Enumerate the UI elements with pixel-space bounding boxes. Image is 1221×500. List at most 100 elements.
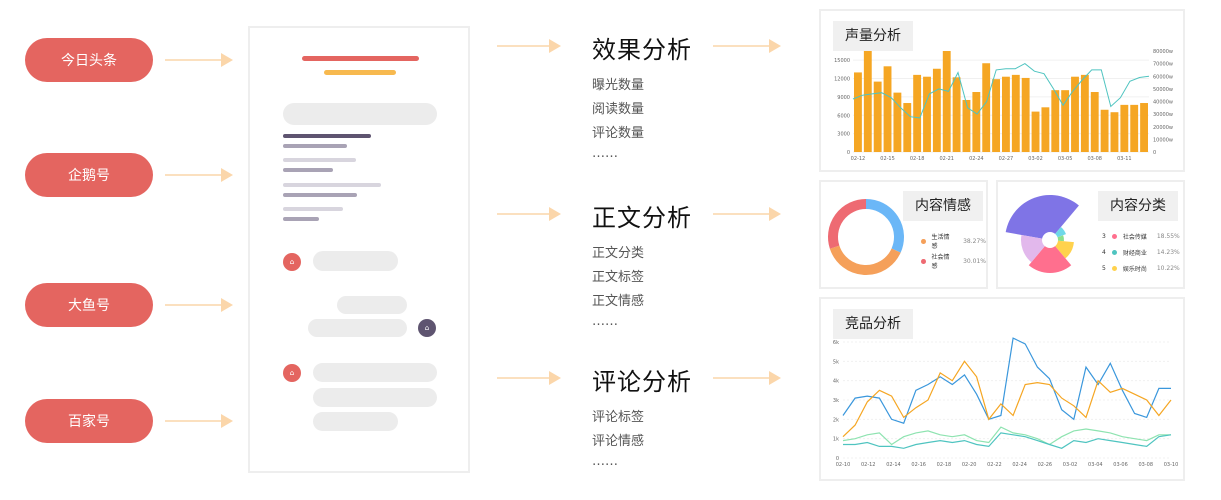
text-line	[283, 207, 343, 211]
volume-chart: 03000600090001200015000010000w20000w3000…	[834, 49, 1173, 162]
x-tick-label: 03-05	[1058, 156, 1073, 162]
text-line	[283, 134, 371, 138]
x-tick-label: 02-26	[1038, 462, 1053, 468]
y-tick-label: 4k	[833, 379, 839, 385]
y2-tick-label: 70000w	[1153, 62, 1173, 68]
bar	[863, 51, 872, 152]
x-tick-label: 03-04	[1088, 462, 1103, 468]
comment-bubble	[308, 319, 407, 337]
flow-arrow	[165, 168, 233, 182]
y-tick-label: 6k	[833, 340, 839, 346]
legend-dot	[921, 238, 926, 244]
x-tick-label: 02-12	[861, 462, 876, 468]
bar	[1021, 77, 1030, 152]
chart-title: 声量分析	[833, 21, 913, 51]
flow-arrow	[713, 207, 781, 221]
bar	[1061, 90, 1070, 152]
y-tick-label: 1k	[833, 437, 839, 443]
text-line	[283, 168, 333, 172]
x-tick-label: 02-10	[836, 462, 851, 468]
sentiment-donut	[828, 199, 904, 275]
series-line	[842, 426, 1171, 446]
y2-tick-label: 20000w	[1153, 125, 1173, 131]
bar	[1002, 76, 1010, 152]
x-tick-label: 02-16	[911, 462, 926, 468]
donut-slice	[865, 199, 904, 253]
rose-center	[1042, 232, 1058, 248]
x-tick-label: 02-20	[962, 462, 977, 468]
platform-label: 大鱼号	[68, 298, 110, 314]
x-tick-label: 03-08	[1087, 156, 1102, 162]
platform-pill-toutiao[interactable]: 今日头条	[25, 38, 153, 82]
flow-arrow	[165, 414, 233, 428]
bar	[873, 81, 882, 152]
y-tick-label: 6000	[837, 113, 850, 119]
bar	[1080, 74, 1089, 152]
x-tick-label: 02-27	[999, 156, 1014, 162]
legend-dot	[1111, 250, 1117, 255]
x-tick-label: 03-11	[1117, 156, 1132, 162]
category-rose	[1005, 195, 1079, 273]
legend-dot	[921, 258, 926, 264]
y-tick-label: 2k	[833, 417, 839, 423]
bar	[883, 66, 892, 152]
text-line	[283, 158, 356, 162]
bar	[1051, 90, 1060, 152]
comment-bubble	[313, 363, 437, 382]
bar	[932, 68, 941, 152]
bar	[913, 74, 922, 152]
section-item: ……	[592, 314, 618, 329]
section-item: 评论标签	[592, 410, 645, 425]
chart-title: 内容分类	[1098, 191, 1178, 221]
flow-arrow	[497, 39, 561, 53]
x-tick-label: 02-15	[880, 156, 895, 162]
donut-slice	[829, 245, 901, 275]
article-mockup: ⌂ ⌂ ⌂	[248, 26, 470, 473]
y-tick-label: 15000	[834, 58, 850, 64]
chart-title: 内容情感	[903, 191, 983, 221]
series-line	[843, 432, 1172, 449]
bar	[1120, 104, 1129, 152]
bar	[1100, 109, 1109, 152]
text-line	[283, 183, 381, 187]
series-line	[842, 337, 1171, 424]
chart-title: 竞品分析	[833, 309, 913, 339]
subtitle-bar	[324, 70, 396, 75]
comment-bubble	[337, 296, 407, 314]
legend-dot	[1111, 266, 1117, 271]
y-tick-label: 5k	[833, 359, 839, 365]
title-bar	[302, 56, 419, 61]
x-tick-label: 02-24	[1012, 462, 1027, 468]
platform-pill-baijiahao[interactable]: 百家号	[25, 399, 153, 443]
platform-pill-dayuhao[interactable]: 大鱼号	[25, 283, 153, 327]
bar	[982, 63, 991, 152]
bar	[962, 99, 971, 152]
donut-slice	[828, 199, 867, 249]
bar	[992, 79, 1000, 152]
flow-arrow	[713, 39, 781, 53]
section-item: 曝光数量	[592, 78, 645, 93]
section-item: ……	[592, 454, 618, 469]
avatar-icon: ⌂	[283, 364, 301, 382]
rose-slice	[1005, 195, 1079, 240]
avatar-icon: ⌂	[283, 253, 301, 271]
y2-tick-label: 40000w	[1153, 100, 1173, 106]
legend-dot	[1111, 234, 1117, 239]
placeholder-block	[283, 103, 437, 125]
platform-label: 百家号	[68, 414, 110, 430]
bar	[1130, 104, 1139, 152]
x-tick-label: 03-02	[1028, 156, 1043, 162]
platform-pill-qiehao[interactable]: 企鹅号	[25, 153, 153, 197]
text-line	[283, 193, 357, 197]
bar	[923, 76, 931, 152]
section-item: 阅读数量	[592, 102, 645, 117]
section-item: 正文分类	[592, 246, 645, 261]
